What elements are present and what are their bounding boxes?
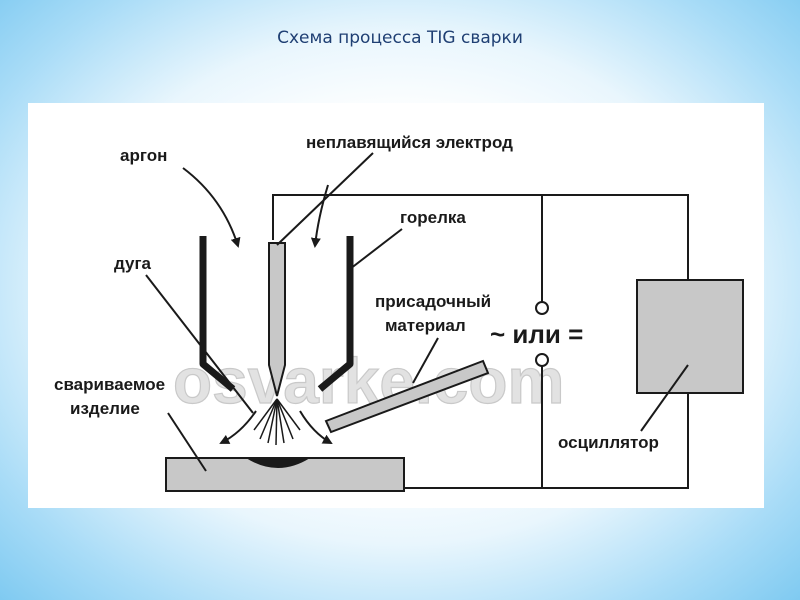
workpiece-leader	[167, 412, 207, 472]
tig-welding-diagram: osvarke.com	[28, 103, 764, 508]
electrode-leader	[276, 152, 374, 246]
label-workpiece-line1: свариваемое	[54, 375, 165, 394]
watermark: osvarke.com	[173, 345, 564, 417]
label-electrode: неплавящийся электрод	[306, 133, 513, 152]
diagram-svg: osvarke.com	[54, 133, 744, 492]
arc-sparks	[253, 398, 301, 446]
slide-title: Схема процесса TIG сварки	[277, 28, 523, 48]
label-current-type: ~ или =	[490, 319, 583, 349]
gas-flow-arrow-left	[219, 410, 257, 444]
argon-leader-left	[182, 167, 241, 248]
label-workpiece-line2: изделие	[70, 399, 140, 418]
filler-rod	[324, 359, 490, 434]
terminal-top	[535, 301, 549, 315]
label-oscillator: осциллятор	[558, 433, 659, 452]
oscillator-box	[636, 279, 744, 394]
circuit-wire-top	[272, 194, 689, 281]
label-argon: аргон	[120, 146, 167, 165]
label-filler-line2: материал	[385, 316, 466, 335]
oscillator-leader	[640, 364, 689, 432]
electrode	[268, 242, 286, 397]
torch-wall-left	[199, 236, 236, 392]
label-filler-line1: присадочный	[375, 292, 491, 311]
weld-pool	[246, 458, 310, 468]
circuit-wire-bottom	[541, 366, 689, 489]
torch-leader	[349, 228, 403, 270]
argon-leader-right	[310, 184, 329, 248]
torch-wall-right	[317, 236, 354, 392]
label-arc: дуга	[114, 254, 152, 273]
terminal-bottom	[535, 353, 549, 367]
arc-leader	[145, 274, 254, 414]
label-torch: горелка	[400, 208, 466, 227]
filler-leader	[412, 337, 439, 384]
gas-flow-arrow-right	[299, 410, 333, 444]
